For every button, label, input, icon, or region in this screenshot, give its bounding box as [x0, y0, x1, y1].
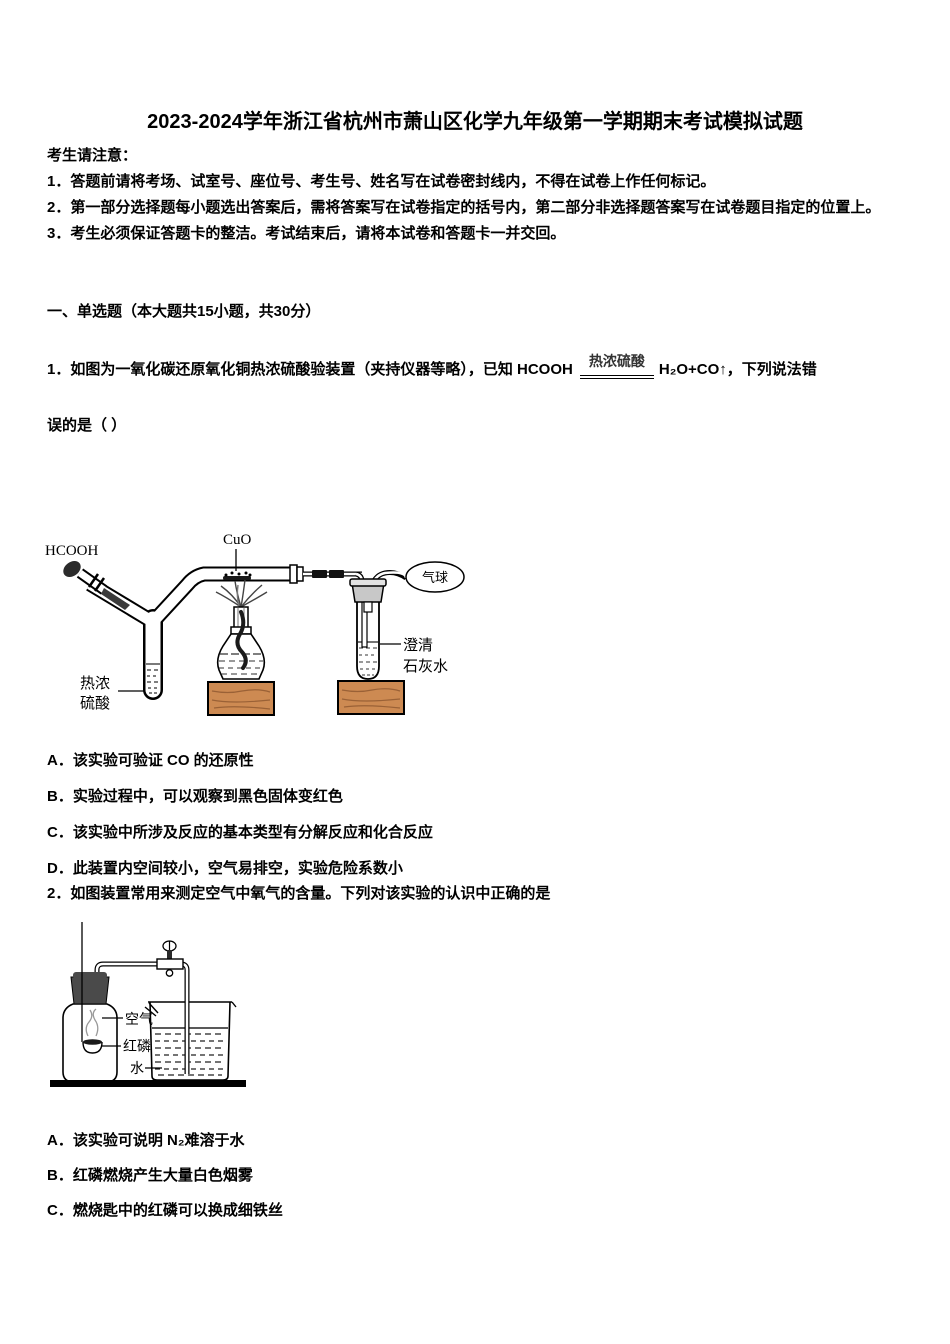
- q1-options: A．该实验可验证 CO 的还原性 B．实验过程中，可以观察到黑色固体变红色 C．…: [47, 741, 905, 885]
- burning-spoon: [81, 922, 103, 1054]
- q1-apparatus-diagram: 气球 澄清 石灰水 CuO: [45, 532, 465, 716]
- wood-block-left: [207, 681, 275, 716]
- notice-item-1: 1．答题前请将考场、试室号、座位号、考生号、姓名写在试卷密封线内，不得在试卷上作…: [47, 173, 716, 190]
- cuo-sample: CuO: [223, 532, 252, 580]
- rubber-connector-1: [312, 570, 327, 578]
- notice-block: 考生请注意： 1．答题前请将考场、试室号、座位号、考生号、姓名写在试卷密封线内，…: [47, 143, 905, 247]
- limewater-test-tube: 澄清 石灰水: [349, 578, 448, 680]
- q2-apparatus-diagram: 空气 红磷 水: [50, 922, 246, 1087]
- water-label: 水: [130, 1060, 144, 1076]
- q1-option-b: B．实验过程中，可以观察到黑色固体变红色: [47, 787, 343, 805]
- q1-option-d: D．此装置内空间较小，空气易排空，实验危险系数小: [47, 859, 403, 877]
- notice-item-2: 2．第一部分选择题每小题选出答案后，需将答案写在试卷指定的括号内，第二部分非选择…: [47, 199, 881, 216]
- q1-option-c: C．该实验中所涉及反应的基本类型有分解反应和化合反应: [47, 823, 433, 841]
- gas-bottle: [62, 972, 118, 1083]
- acid-label-line2: 硫酸: [80, 695, 110, 712]
- smoke: [85, 1008, 99, 1037]
- red-phosphorus-sample: [83, 1039, 102, 1045]
- q1-option-a: A．该实验可验证 CO 的还原性: [47, 751, 254, 769]
- beaker: [144, 1001, 237, 1081]
- q1-stem-before: 1．如图为一氧化碳还原氧化铜热浓硫酸验装置（夹持仪器等略），已知 HCOOH: [47, 361, 573, 378]
- q2-option-b: B．红磷燃烧产生大量白色烟雾: [47, 1167, 253, 1184]
- hcooh-label: HCOOH: [45, 543, 99, 559]
- limewater-label-line1: 澄清: [403, 637, 433, 654]
- q2-option-c: C．燃烧匙中的红磷可以换成细铁丝: [47, 1202, 283, 1219]
- acid-label: 热浓 硫酸: [80, 675, 144, 712]
- reaction-arrow-line: [579, 376, 654, 379]
- reaction-condition-over-arrow: 热浓硫酸: [579, 348, 654, 379]
- notice-item-3: 3．考生必须保证答题卡的整洁。考试结束后，请将本试卷和答题卡一并交回。: [47, 225, 566, 242]
- q1-stem-after: H₂O+CO↑，下列说法错: [658, 361, 817, 378]
- q2-option-a: A．该实验可说明 N₂难溶于水: [47, 1132, 245, 1149]
- table-base: [50, 1080, 246, 1087]
- dropper: [63, 561, 130, 610]
- red-phosphorus-label: 红磷: [123, 1038, 151, 1054]
- delivery-tube: [94, 961, 190, 1074]
- section-heading: 一、单选题（本大题共15小题，共30分）: [47, 303, 321, 320]
- reaction-condition-text: 热浓硫酸: [579, 348, 654, 376]
- lamp-wick: [235, 610, 248, 670]
- page-title: 2023-2024学年浙江省杭州市萧山区化学九年级第一学期期末考试模拟试题: [147, 111, 803, 133]
- rubber-connector-2: [329, 570, 344, 578]
- question-1-stem: 1．如图为一氧化碳还原氧化铜热浓硫酸验装置（夹持仪器等略），已知 HCOOH 热浓…: [47, 348, 817, 383]
- limewater-label-line2: 石灰水: [403, 658, 448, 675]
- question-2-stem: 2．如图装置常用来测定空气中氧气的含量。下列对该实验的认识中正确的是: [47, 885, 551, 902]
- balloon-label: 气球: [422, 570, 448, 585]
- acid-label-line1: 热浓: [80, 675, 110, 692]
- air-label: 空气: [125, 1011, 153, 1027]
- flame: [215, 579, 268, 608]
- beaker-spout: [144, 1002, 159, 1017]
- q2-options: A．该实验可说明 N₂难溶于水 B．红磷燃烧产生大量白色烟雾 C．燃烧匙中的红磷…: [47, 1122, 905, 1227]
- beaker-water: [152, 1027, 228, 1076]
- notice-heading: 考生请注意：: [47, 147, 138, 164]
- wood-block-right: [337, 680, 405, 715]
- pinch-clamp: [156, 940, 184, 977]
- cuo-label: CuO: [223, 532, 252, 548]
- diagram2-labels: 空气 红磷 水: [102, 1011, 162, 1076]
- tube-end-stopper: [289, 564, 304, 584]
- alcohol-lamp: [216, 606, 266, 680]
- balloon: 气球: [405, 561, 465, 593]
- q1-stem-wrap: 误的是（ ）: [47, 417, 127, 434]
- hot-concentrated-acid-liquid: [146, 663, 160, 694]
